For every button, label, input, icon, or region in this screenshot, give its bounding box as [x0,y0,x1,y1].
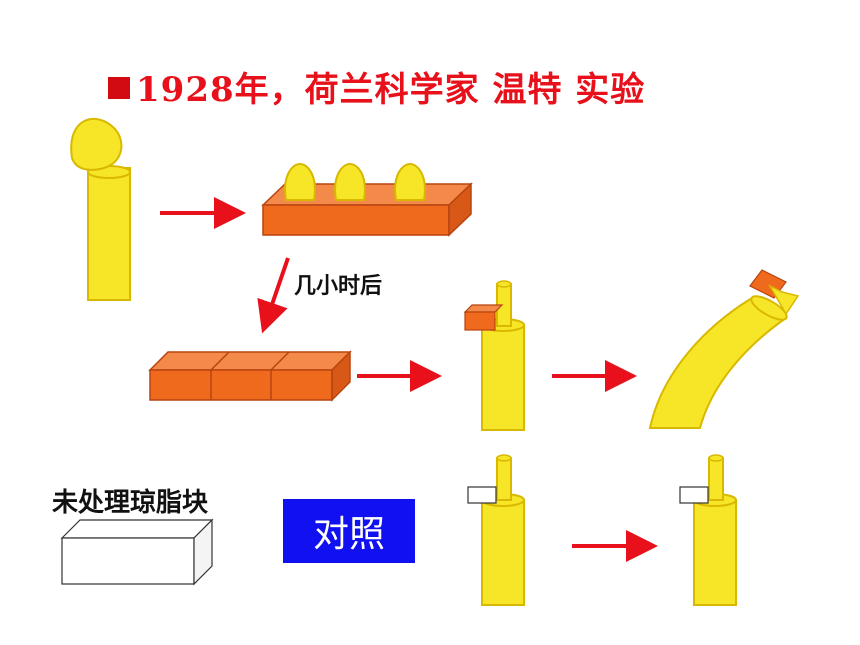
coleoptile-tip-removed [70,117,131,301]
after-hours-label: 几小时后 [294,274,383,299]
untreated-agar-block [60,518,214,586]
control-coleoptile-1 [467,454,525,606]
arrow-after-hours [257,257,290,334]
bent-coleoptile [648,269,800,429]
coleoptile-with-agar [463,280,525,431]
slide-title: 1928年，荷兰科学家 温特 实验 [108,62,645,111]
tips-on-agar-block [261,162,473,237]
treated-agar-blocks [148,350,352,402]
square-bullet-icon [108,77,130,99]
title-text: 1928年，荷兰科学家 温特 实验 [136,70,646,110]
control-coleoptile-2 [679,454,737,606]
control-label-box: 对照 [283,499,415,563]
control-label: 对照 [312,514,385,555]
untreated-agar-label: 未处理琼脂块 [52,488,209,518]
coleoptile-tip [70,117,123,171]
